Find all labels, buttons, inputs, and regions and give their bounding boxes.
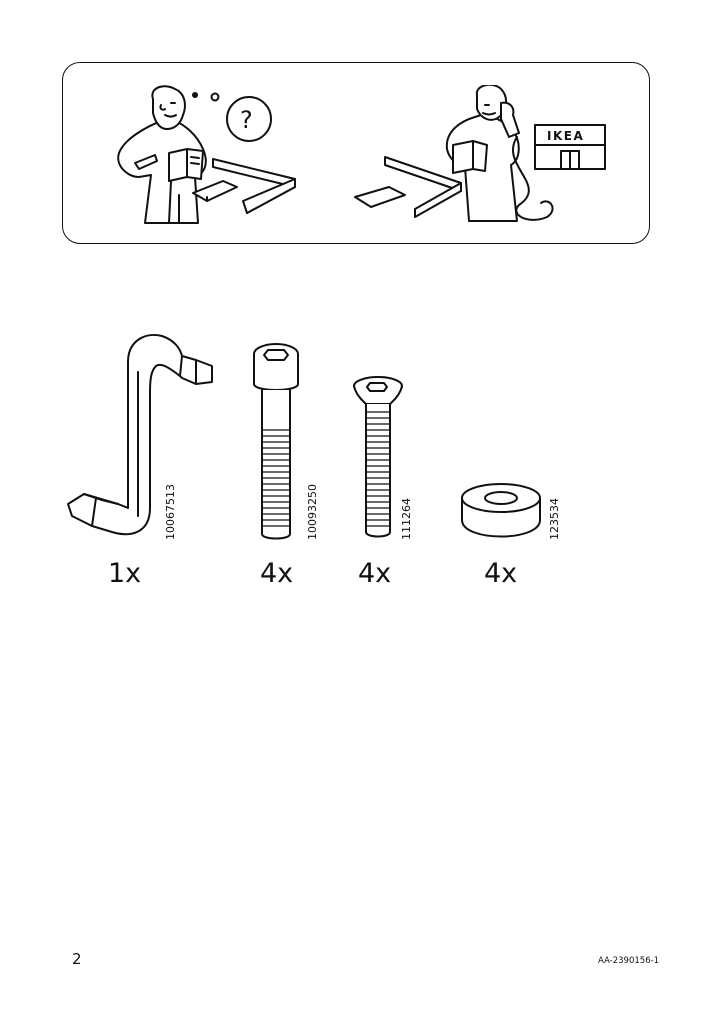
page-number: 2 bbox=[72, 950, 82, 968]
confused-person-scene: ? bbox=[113, 85, 353, 235]
phone-ikea-scene: IKEA bbox=[349, 85, 619, 235]
part-article-number: 10067513 bbox=[164, 484, 177, 540]
ikea-store-sign: IKEA bbox=[547, 129, 584, 143]
help-panel: ? IKEA bbox=[62, 62, 650, 244]
part-quantity: 1x bbox=[108, 558, 142, 589]
allen-key-icon bbox=[62, 332, 222, 542]
part-article-number: 111264 bbox=[400, 498, 413, 540]
socket-cap-bolt-icon bbox=[248, 340, 308, 540]
part-quantity: 4x bbox=[260, 558, 294, 589]
washer-icon bbox=[456, 480, 546, 542]
part-article-number: 10093250 bbox=[306, 484, 319, 540]
part-quantity: 4x bbox=[484, 558, 518, 589]
part-article-number: 123534 bbox=[548, 498, 561, 540]
question-mark: ? bbox=[240, 106, 253, 134]
document-code: AA-2390156-1 bbox=[598, 956, 660, 966]
part-quantity: 4x bbox=[358, 558, 392, 589]
countersunk-screw-icon bbox=[350, 374, 410, 540]
